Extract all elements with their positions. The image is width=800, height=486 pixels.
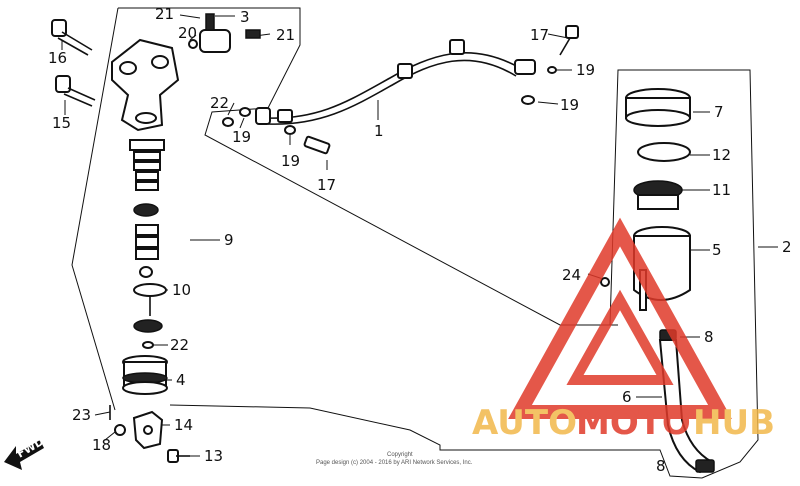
diaphragm-11 <box>633 180 683 210</box>
label-8-bottom: 8 <box>656 457 666 475</box>
label-21-right: 21 <box>276 26 295 44</box>
reservoir-cap-7 <box>625 88 691 127</box>
label-3: 3 <box>240 8 250 26</box>
watermark: AUTO MOTO HUB <box>472 217 775 443</box>
brake-hose-1 <box>255 39 536 125</box>
watermark-triangle-icon <box>508 217 732 419</box>
boot-4 <box>122 355 168 395</box>
label-22-top: 22 <box>210 94 229 112</box>
watermark-moto: MOTO <box>576 403 691 443</box>
bolt-16 <box>51 19 93 56</box>
label-13: 13 <box>204 447 223 465</box>
label-19-d: 19 <box>560 96 579 114</box>
joint-14 <box>132 410 164 450</box>
label-9: 9 <box>224 231 234 249</box>
washers-bolts <box>222 25 579 155</box>
label-2: 2 <box>782 238 792 256</box>
label-7: 7 <box>714 103 724 121</box>
label-16: 16 <box>48 49 67 67</box>
watermark-auto: AUTO <box>472 403 577 443</box>
diaphragm-plate-12 <box>637 142 691 162</box>
label-12: 12 <box>712 146 731 164</box>
nut-18 <box>114 424 126 436</box>
fitting-3 <box>188 13 261 53</box>
leader-lines <box>61 14 778 467</box>
copyright-line2: Page design (c) 2004 - 2016 by ARI Netwo… <box>316 460 473 466</box>
push-rod-10 <box>133 283 167 349</box>
piston-set-9 <box>129 139 165 278</box>
label-19-a: 19 <box>232 128 251 146</box>
master-cylinder-body <box>111 38 180 132</box>
label-4: 4 <box>176 371 186 389</box>
callout-labels: 21 3 20 21 16 15 22 19 19 17 1 17 19 19 … <box>48 5 792 475</box>
label-17-top: 17 <box>530 26 549 44</box>
fwd-arrow: FWD <box>4 435 46 470</box>
label-22-bottom: 22 <box>170 336 189 354</box>
bolt-13 <box>167 449 190 463</box>
watermark-hub: HUB <box>693 403 775 443</box>
label-23: 23 <box>72 406 91 424</box>
label-14: 14 <box>174 416 193 434</box>
label-8-top: 8 <box>704 328 714 346</box>
copyright-line1: Copyright <box>387 452 413 458</box>
label-17-bottom: 17 <box>317 176 336 194</box>
label-19-c: 19 <box>576 61 595 79</box>
fwd-label: FWD <box>15 435 46 461</box>
label-1: 1 <box>374 122 384 140</box>
label-6: 6 <box>622 388 632 406</box>
label-15: 15 <box>52 114 71 132</box>
label-11: 11 <box>712 181 731 199</box>
label-10: 10 <box>172 281 191 299</box>
bolt-15 <box>55 75 96 107</box>
label-20: 20 <box>178 24 197 42</box>
label-5: 5 <box>712 241 722 259</box>
label-24: 24 <box>562 266 581 284</box>
label-19-b: 19 <box>281 152 300 170</box>
label-18: 18 <box>92 436 111 454</box>
label-21-top: 21 <box>155 5 174 23</box>
